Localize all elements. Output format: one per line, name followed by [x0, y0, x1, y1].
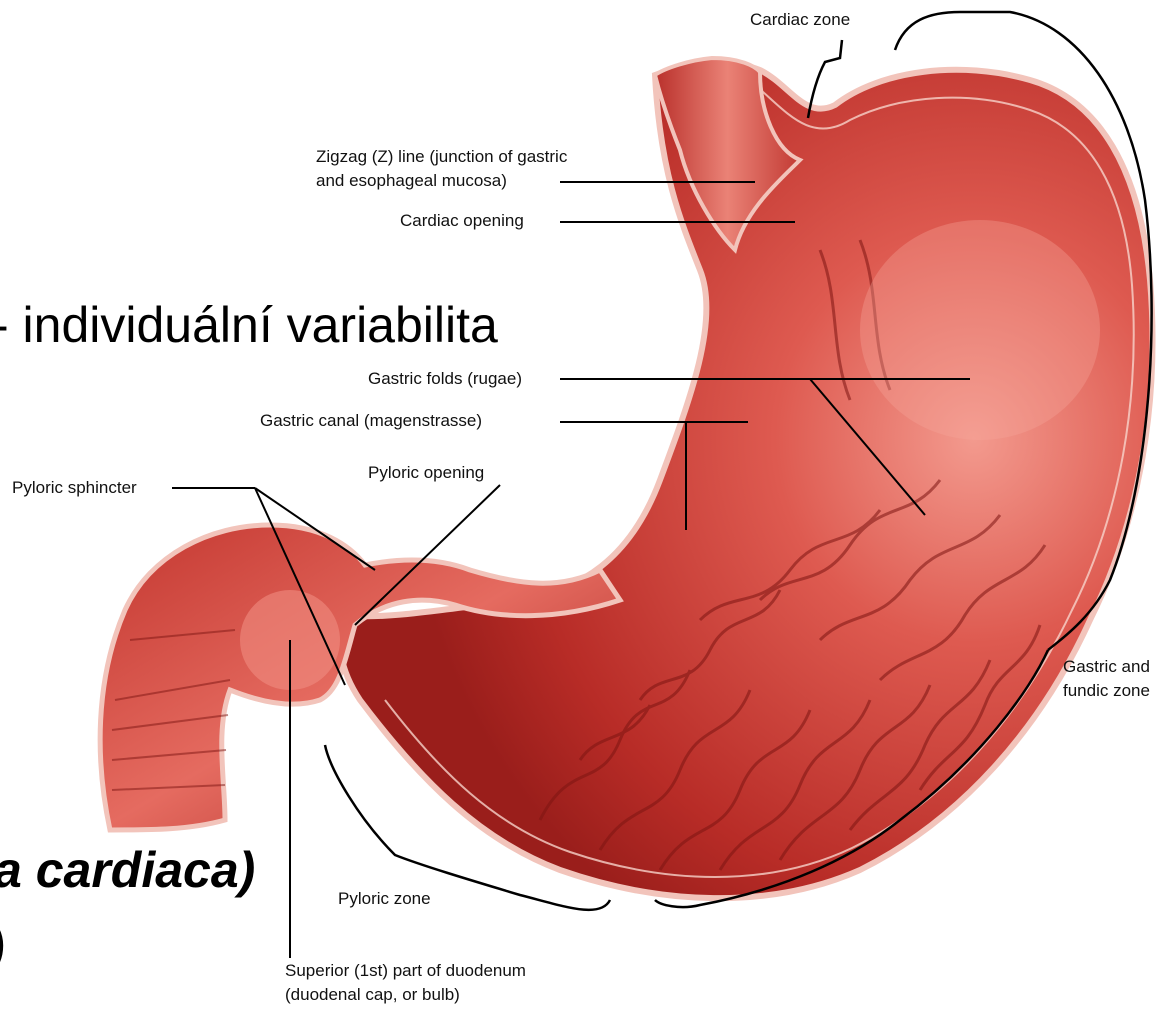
label-pyloric-zone: Pyloric zone	[338, 889, 431, 909]
label-duodenum: Superior (1st) part of duodenum	[285, 961, 526, 981]
label-gastric-folds: Gastric folds (rugae)	[368, 369, 522, 389]
slide-text-variability: - individuální variabilita	[0, 296, 498, 354]
label-pyloric-sphincter: Pyloric sphincter	[12, 478, 137, 498]
label-pyloric-opening: Pyloric opening	[368, 463, 484, 483]
label-gastric-canal: Gastric canal (magenstrasse)	[260, 411, 482, 431]
label-gastric-fundic-zone-2: fundic zone	[1063, 681, 1150, 701]
label-z-line-2: and esophageal mucosa)	[316, 171, 507, 191]
label-duodenum-2: (duodenal cap, or bulb)	[285, 985, 460, 1005]
label-cardiac-opening: Cardiac opening	[400, 211, 524, 231]
slide-text-cardiaca: a cardiaca)	[0, 841, 255, 899]
slide-text-paren: )	[0, 919, 5, 977]
label-z-line: Zigzag (Z) line (junction of gastric	[316, 147, 567, 167]
label-gastric-fundic-zone: Gastric and	[1063, 657, 1150, 677]
label-cardiac-zone: Cardiac zone	[750, 10, 850, 30]
